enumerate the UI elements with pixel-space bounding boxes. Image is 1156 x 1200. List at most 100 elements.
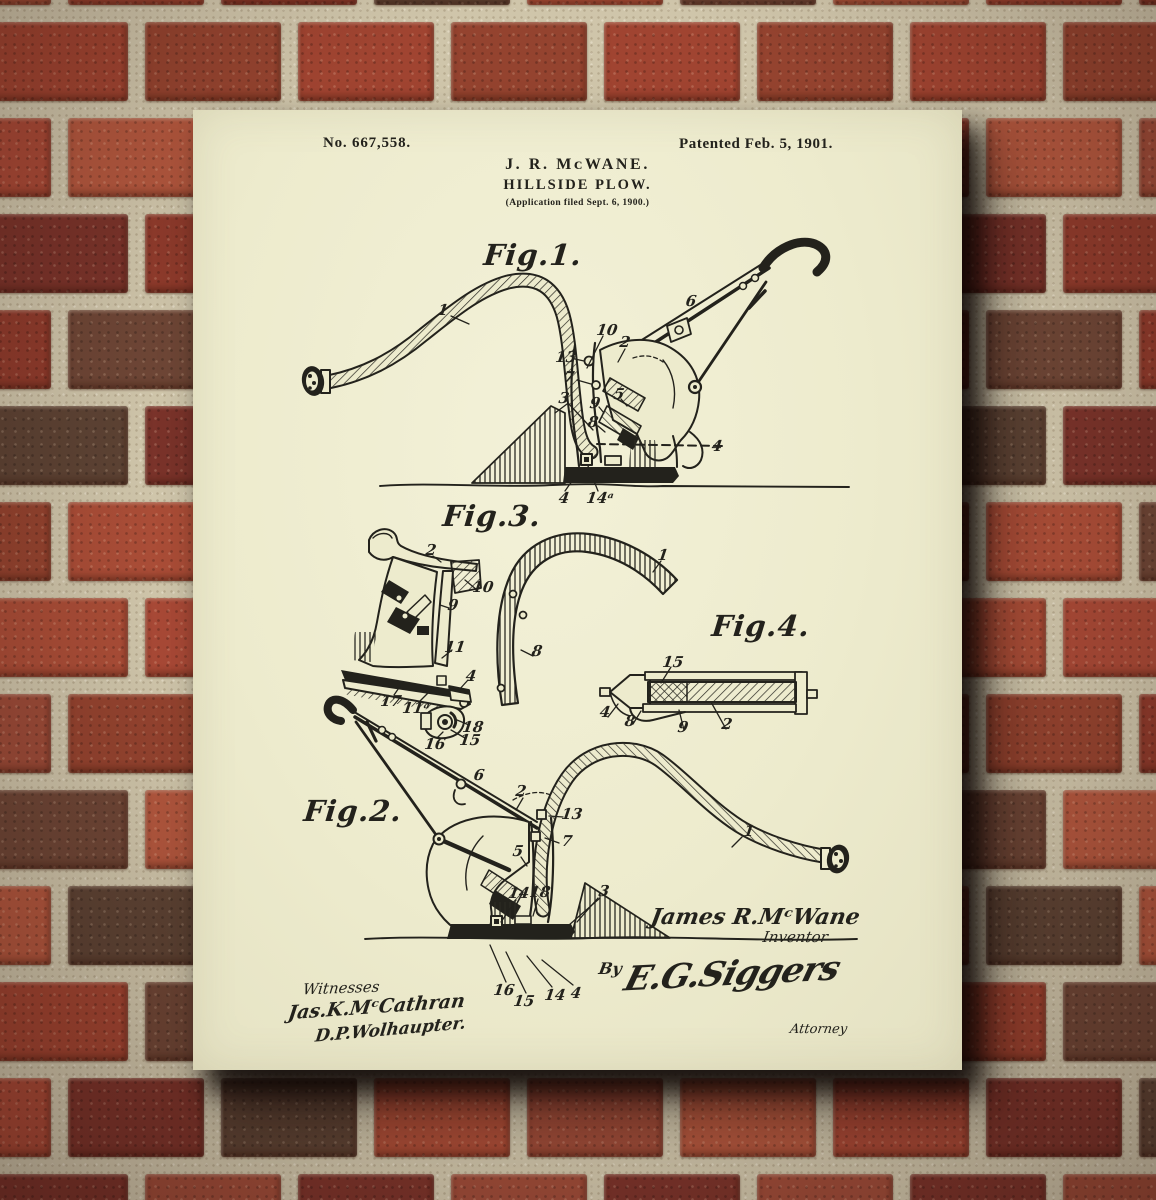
part-label-fig2: 16	[492, 981, 516, 999]
brick	[374, 1078, 510, 1157]
fig1-art	[301, 237, 850, 492]
brick	[1063, 598, 1156, 677]
fig4-leader-lines	[607, 666, 727, 731]
brick	[221, 0, 357, 5]
brick	[0, 598, 128, 677]
fig3-art	[341, 528, 679, 740]
part-label-fig2: 15	[512, 992, 536, 1010]
application-line: (Application filed Sept. 6, 1900.)	[505, 198, 650, 208]
brick	[986, 502, 1122, 581]
brick	[833, 1078, 969, 1157]
figure-label-fig3: Fig.3.	[441, 499, 543, 533]
brick	[680, 0, 816, 5]
patent-drawing	[301, 237, 858, 994]
brick	[298, 1174, 434, 1200]
part-label-fig2: 18	[528, 883, 552, 901]
brick	[0, 118, 51, 197]
part-label-fig2: 14	[543, 986, 567, 1004]
brick	[0, 1078, 51, 1157]
brick	[0, 886, 51, 965]
brick	[1063, 406, 1156, 485]
brick	[68, 0, 204, 5]
patent-print-poster: No. 667,558. Patented Feb. 5, 1901. J. R…	[193, 110, 962, 1070]
brick	[1063, 214, 1156, 293]
by-label: By	[597, 959, 624, 978]
part-label-fig3: 11	[443, 638, 467, 656]
brick	[68, 502, 204, 581]
brick	[0, 982, 128, 1061]
part-label-fig1: 14ᵃ	[585, 489, 615, 507]
brick	[298, 22, 434, 101]
fig3-leader-lines	[393, 555, 662, 739]
brick	[68, 118, 204, 197]
part-label-fig3: 11ᵃ	[401, 699, 431, 717]
brick	[986, 886, 1122, 965]
brick	[374, 0, 510, 5]
brick	[145, 22, 281, 101]
part-label-fig1: 10	[595, 321, 619, 339]
brick	[986, 310, 1122, 389]
brick	[68, 886, 204, 965]
brick	[451, 22, 587, 101]
brick	[604, 1174, 740, 1200]
part-label-fig3: 17	[379, 692, 403, 710]
brick	[1063, 22, 1156, 101]
part-label-fig1: 13	[554, 348, 578, 366]
part-label-fig2: 14	[507, 884, 531, 902]
brick	[910, 1174, 1046, 1200]
brick	[221, 1078, 357, 1157]
brick	[0, 0, 51, 5]
brick	[0, 790, 128, 869]
part-label-fig3: 15	[458, 731, 482, 749]
brick	[1139, 1078, 1156, 1157]
brick	[680, 1078, 816, 1157]
brick	[604, 22, 740, 101]
brick	[986, 118, 1122, 197]
brick	[0, 22, 128, 101]
fig2-art	[323, 695, 858, 994]
brick	[527, 1078, 663, 1157]
brick	[1139, 118, 1156, 197]
brick	[1139, 886, 1156, 965]
inventor-role-label: Inventor	[761, 928, 830, 946]
brick	[1139, 502, 1156, 581]
brick	[451, 1174, 587, 1200]
brick	[0, 310, 51, 389]
brick	[0, 694, 51, 773]
brick	[145, 1174, 281, 1200]
brick	[68, 694, 204, 773]
patent-title: HILLSIDE PLOW.	[503, 177, 652, 193]
brick	[986, 694, 1122, 773]
brick	[68, 1078, 204, 1157]
witnesses-label: Witnesses	[302, 977, 381, 999]
brick	[1063, 982, 1156, 1061]
brick	[1139, 310, 1156, 389]
brick	[68, 310, 204, 389]
brick	[527, 0, 663, 5]
part-label-fig4: 15	[661, 653, 685, 671]
fig1-leader-lines	[450, 315, 628, 492]
fig2-leader-lines	[489, 797, 743, 994]
inventor-line: J. R. MᴄWANE.	[505, 156, 650, 173]
brick	[0, 214, 128, 293]
brick	[757, 22, 893, 101]
patent-date: Patented Feb. 5, 1901.	[678, 136, 833, 152]
brick	[1063, 790, 1156, 869]
part-label-fig3: 16	[423, 735, 447, 753]
brick	[833, 0, 969, 5]
brick	[1139, 694, 1156, 773]
brick	[910, 22, 1046, 101]
brick	[1139, 0, 1156, 5]
attorney-role-label: Attorney	[788, 1022, 849, 1037]
part-label-fig2: 13	[560, 805, 584, 823]
part-label-fig3: 10	[471, 578, 495, 596]
inventor-signature: James R.MᶜWane	[648, 904, 863, 930]
figure-label-fig2: Fig.2.	[302, 794, 404, 828]
brick	[986, 1078, 1122, 1157]
fig4-art	[599, 666, 818, 731]
brick	[757, 1174, 893, 1200]
brick	[0, 1174, 128, 1200]
brick	[0, 502, 51, 581]
patent-number: No. 667,558.	[323, 135, 411, 151]
